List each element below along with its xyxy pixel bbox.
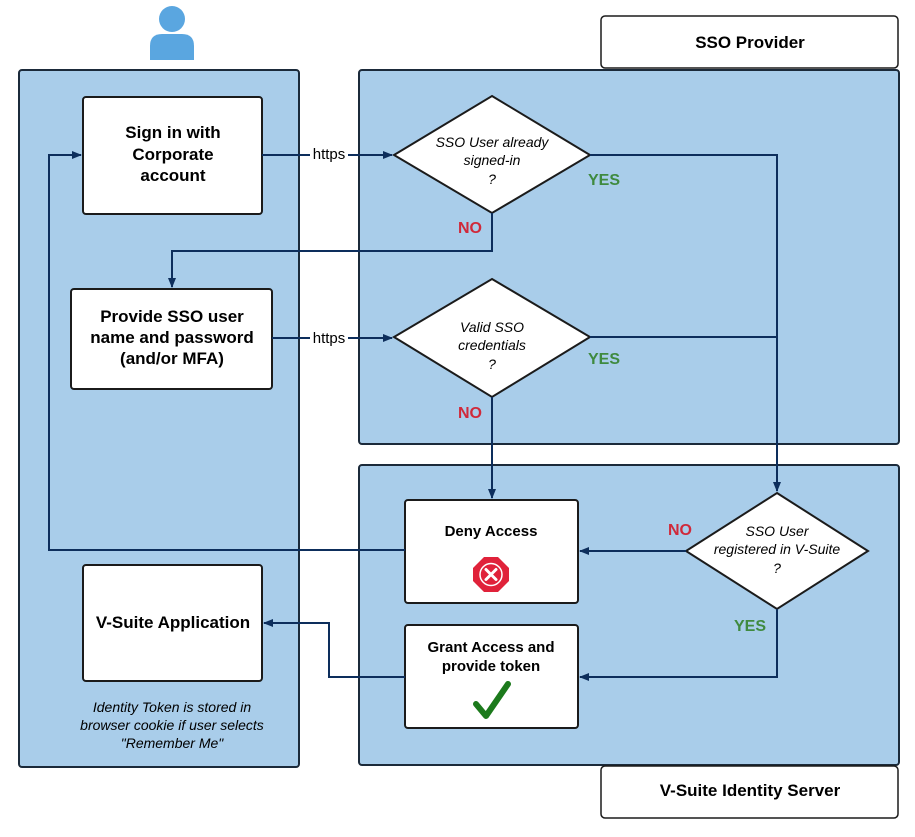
app-note-line-3: "Remember Me" — [121, 735, 225, 751]
deny-access-box — [404, 499, 579, 604]
https-label-2: https — [313, 330, 346, 347]
grant-access-line-2: provide token — [442, 658, 540, 675]
yes-label-2: YES — [588, 351, 620, 368]
x-octagon-icon — [473, 557, 509, 592]
vsuite-application-box — [82, 564, 263, 682]
https-label-1: https — [313, 146, 346, 163]
provide-credentials-line-1: Provide SSO user — [100, 307, 244, 326]
edge-signedin-yes — [590, 154, 781, 492]
registered-line-2: registered in V-Suite — [714, 541, 841, 557]
yes-label-1: YES — [588, 172, 620, 189]
signed-in-line-1: SSO User already — [436, 134, 550, 150]
edge-signedin-no — [168, 213, 493, 288]
identity-server-title: V-Suite Identity Server — [660, 781, 841, 800]
registered-line-3: ? — [773, 560, 781, 576]
edge-deny-to-signin — [48, 151, 405, 551]
no-label-3: NO — [668, 522, 692, 539]
app-note-line-2: browser cookie if user selects — [80, 717, 264, 733]
valid-credentials-line-3: ? — [488, 356, 496, 372]
provide-credentials-line-2: name and password — [90, 328, 253, 347]
signed-in-line-2: signed-in — [464, 152, 521, 168]
provide-credentials-line-3: (and/or MFA) — [120, 349, 224, 368]
vsuite-application-label: V-Suite Application — [96, 613, 250, 632]
grant-access-line-1: Grant Access and — [428, 639, 555, 656]
identity-server-title-box — [600, 765, 899, 819]
signed-in-line-3: ? — [488, 171, 496, 187]
user-icon — [150, 6, 194, 60]
edge-registered-yes — [579, 609, 778, 681]
app-note-line-1: Identity Token is stored in — [93, 699, 251, 715]
valid-credentials-line-1: Valid SSO — [460, 319, 524, 335]
checkmark-icon — [473, 681, 511, 719]
no-label-2: NO — [458, 405, 482, 422]
sso-provider-lane — [358, 69, 900, 445]
yes-label-3: YES — [734, 618, 766, 635]
valid-credentials-line-2: credentials — [458, 337, 526, 353]
sso-provider-title-box — [600, 15, 899, 69]
edge-grant-to-app — [263, 619, 405, 678]
deny-access-label: Deny Access — [445, 523, 538, 540]
sign-in-line-2: Corporate — [132, 145, 213, 164]
no-label-1: NO — [458, 220, 482, 237]
sso-provider-title: SSO Provider — [695, 33, 805, 52]
sign-in-line-1: Sign in with — [125, 123, 220, 142]
sign-in-line-3: account — [140, 166, 206, 185]
registered-line-1: SSO User — [745, 523, 809, 539]
